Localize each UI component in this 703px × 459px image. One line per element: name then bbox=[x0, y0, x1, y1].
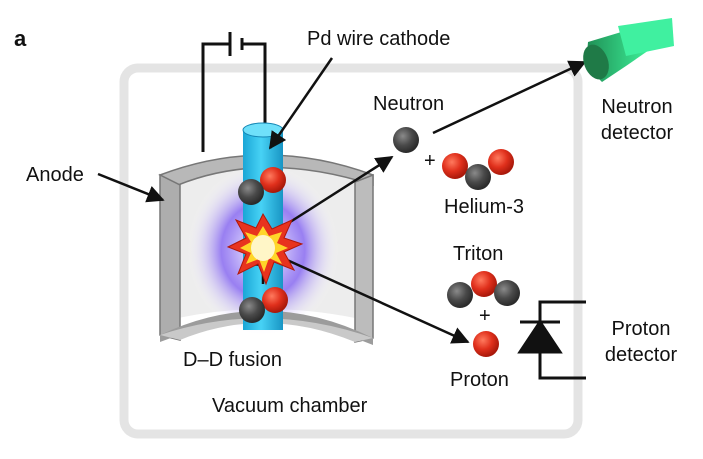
neutron-detector-icon bbox=[583, 18, 674, 82]
neutron-particle bbox=[393, 127, 419, 153]
label-plus-bottom: + bbox=[479, 305, 491, 327]
fusion-burst bbox=[226, 212, 304, 286]
label-neutron-detector-line1: Neutron bbox=[601, 96, 673, 118]
arrow-anode bbox=[97, 172, 165, 203]
label-neutron-detector: Neutron detector bbox=[587, 96, 687, 144]
label-proton-detector-line2: detector bbox=[604, 344, 678, 366]
arrow-to-proton bbox=[264, 248, 470, 344]
panel-label: a bbox=[14, 26, 27, 51]
label-proton: Proton bbox=[450, 369, 509, 391]
deuteron-top bbox=[238, 167, 286, 205]
label-neutron-detector-line2: detector bbox=[600, 122, 674, 144]
proton-detector-icon bbox=[517, 300, 586, 380]
triton-nucleus bbox=[447, 271, 520, 308]
label-plus-top: + bbox=[424, 150, 436, 172]
label-neutron: Neutron bbox=[373, 93, 445, 115]
label-triton: Triton bbox=[453, 243, 504, 265]
label-vacuum-chamber: Vacuum chamber bbox=[212, 395, 368, 417]
label-anode: Anode bbox=[26, 164, 84, 186]
anode-cylinder bbox=[158, 154, 374, 345]
label-proton-detector-line1: Proton bbox=[611, 318, 671, 340]
deuteron-bottom bbox=[239, 287, 288, 323]
proton-particle bbox=[473, 331, 499, 357]
label-pd-wire-cathode: Pd wire cathode bbox=[307, 28, 451, 50]
power-circuit bbox=[201, 32, 267, 152]
arrow-to-neutron-detector bbox=[432, 60, 587, 135]
arrow-pd-wire bbox=[268, 57, 334, 150]
label-dd-fusion: D–D fusion bbox=[183, 349, 282, 371]
label-proton-detector: Proton detector bbox=[591, 318, 691, 366]
helium3-nucleus bbox=[442, 149, 514, 190]
label-helium3: Helium-3 bbox=[444, 196, 525, 218]
